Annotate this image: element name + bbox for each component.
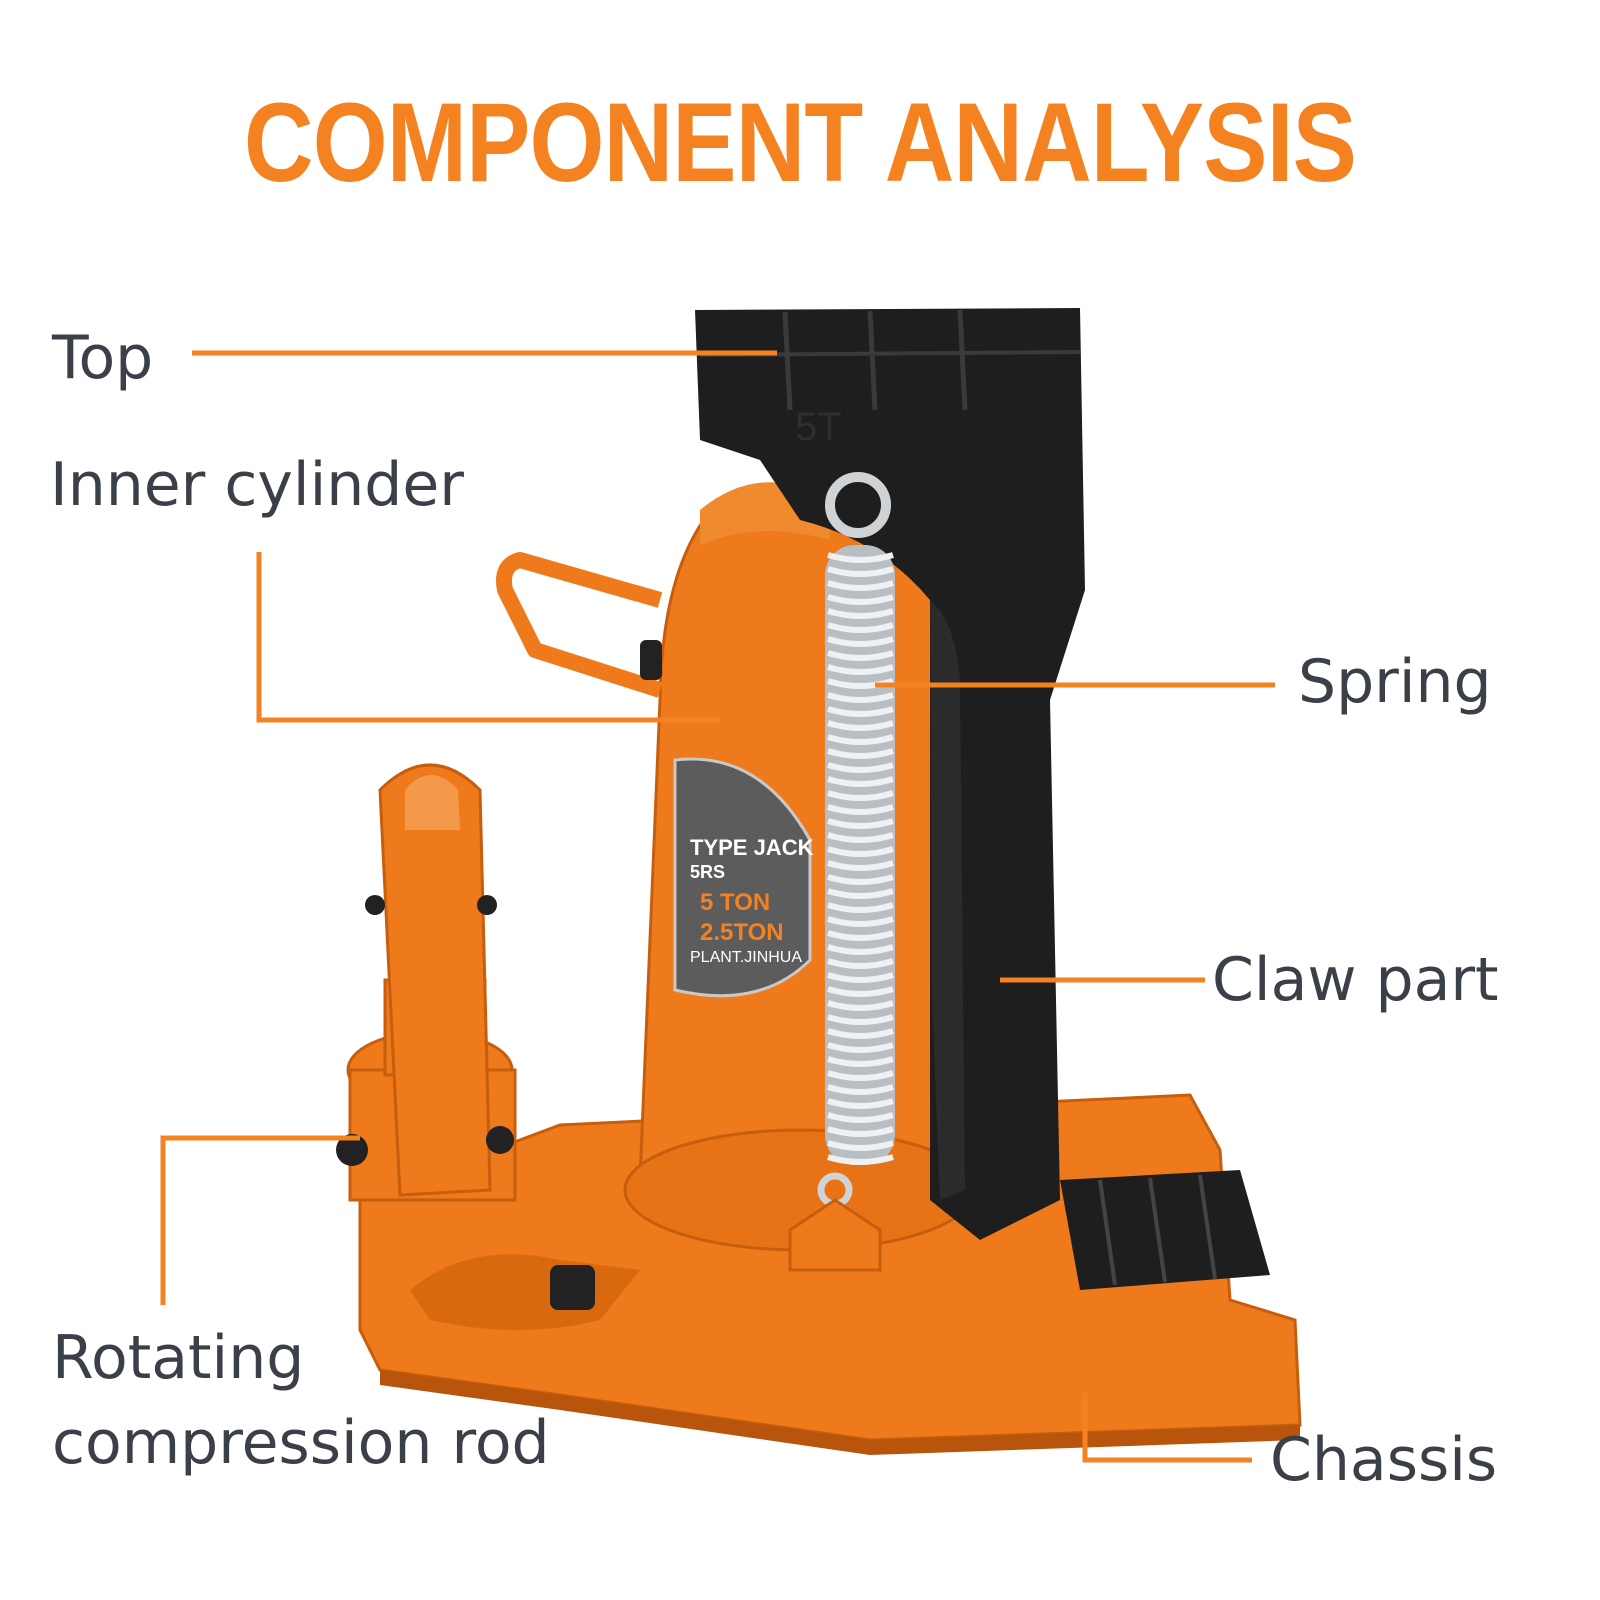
spring-coil [827,1000,894,1011]
spring-coil [827,594,894,605]
spring-coil [827,1098,894,1109]
decal-line4: 2.5TON [700,919,784,946]
label-claw-part: Claw part [1212,945,1499,1015]
spring-coil [827,1070,894,1081]
spring-coil [827,818,894,829]
spring-coil [827,1084,894,1095]
spring-coil [827,552,894,563]
rotating-rod-leader-line [160,1135,360,1305]
spring-coil [827,748,894,759]
spring-coil [827,566,894,577]
spring-coil [827,846,894,857]
label-inner-cylinder: Inner cylinder [50,450,464,520]
spring-coil [827,944,894,955]
toe-plate [1060,1170,1270,1290]
spring-coil [827,692,894,703]
spring-coil [827,888,894,899]
label-rotating-line1: Rotating [52,1323,305,1393]
spring-coil [827,986,894,997]
spring-coil [827,1014,894,1025]
spring-coil [827,916,894,927]
spring-coil [827,1042,894,1053]
decal-line5: PLANT.JINHUA [690,949,802,966]
spring-coil [827,608,894,619]
spring-coil [827,972,894,983]
label-top: Top [52,323,154,393]
spring-coil [827,958,894,969]
decal-line2: 5RS [690,862,725,882]
spring-coil [827,1126,894,1137]
spring-coil [827,1056,894,1067]
decal-line3: 5 TON [700,889,770,916]
label-rotating-line2: compression rod [52,1408,550,1478]
spring-coil [827,804,894,815]
spring-coil [827,650,894,661]
inner-cylinder-leader-line [256,552,720,723]
spring-coil [827,930,894,941]
page-title: COMPONENT ANALYSIS [244,80,1357,205]
rotating-compression-rod [336,763,517,1202]
spring-coil [827,776,894,787]
spring-coil [827,1112,894,1123]
claw-block: 5T [695,308,1085,1240]
spring-coil [827,1154,894,1165]
spring-coil [827,622,894,633]
spring-coil [827,706,894,717]
spring-coil [827,1140,894,1151]
decal-line1: TYPE JACK [690,835,814,860]
chassis-leader-line [1082,1393,1252,1463]
spring-coil [827,636,894,647]
spring-coil [827,1028,894,1039]
spring-coil [827,762,894,773]
spring-coil [827,832,894,843]
spring [788,472,895,1272]
spring-coil [827,790,894,801]
spring-coil [827,580,894,591]
spring-coil [827,664,894,675]
product-decal: TYPE JACK 5RS 5 TON 2.5TON PLANT.JINHUA [673,757,814,998]
svg-text:5T: 5T [795,405,842,449]
callout-lines [160,350,1275,1463]
carry-handle [496,552,663,698]
label-chassis: Chassis [1270,1425,1498,1495]
spring-coil [827,720,894,731]
spring-coil [827,902,894,913]
spring-coil [827,734,894,745]
spring-coil [827,860,894,871]
spring-coil [827,874,894,885]
label-spring: Spring [1298,647,1492,717]
